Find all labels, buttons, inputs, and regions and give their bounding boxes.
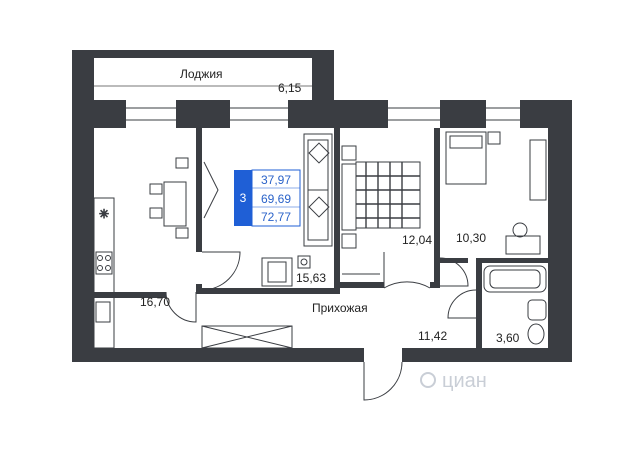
nightstand — [341, 233, 357, 249]
rooms-count-box — [234, 170, 252, 226]
door-bedroom1 — [383, 252, 431, 289]
furniture: ✳ — [93, 131, 547, 349]
chair — [175, 227, 189, 239]
outer-wall-right — [548, 100, 572, 362]
dining-table — [163, 181, 187, 227]
hood-icon: ✳ — [99, 207, 109, 221]
top-wall-seg — [288, 100, 388, 128]
top-wall-seg — [94, 100, 126, 128]
kitchen-area: 16,70 — [140, 295, 170, 309]
wall-bedroom2-bottom — [440, 258, 468, 263]
wall-bedroom-bottom-b — [430, 282, 440, 288]
loggia-wall-top — [72, 50, 334, 58]
stove — [95, 251, 113, 275]
entrance-door — [363, 361, 403, 401]
sink — [95, 301, 111, 323]
toilet — [527, 323, 545, 345]
walls — [72, 50, 572, 362]
wall-bedroom-bedroom — [434, 128, 440, 286]
nightstand — [341, 145, 357, 161]
chair — [149, 207, 163, 219]
total-area: 69,69 — [261, 192, 291, 206]
wall-living-bedroom — [334, 128, 340, 288]
outer-wall-bottom-right — [402, 348, 572, 362]
desk — [505, 235, 541, 255]
doors — [165, 251, 477, 401]
door-kitchen — [165, 291, 197, 323]
door-living — [201, 251, 241, 291]
wall-bath-left — [476, 258, 482, 354]
hallway-name: Прихожая — [312, 301, 368, 315]
room-labels: Лоджия 6,15 16,70 15,63 12,04 10,30 Прих… — [140, 67, 520, 345]
windows — [94, 85, 520, 121]
wall-bedroom-bottom — [340, 282, 384, 288]
bedroom1-area: 12,04 — [402, 233, 432, 247]
bathtub — [483, 265, 547, 293]
wardrobe — [529, 139, 547, 201]
armchair — [261, 257, 293, 287]
area-box — [251, 169, 301, 227]
loggia-area: 6,15 — [278, 81, 302, 95]
watermark-logo-icon — [420, 372, 436, 388]
living-area-label: 15,63 — [296, 271, 326, 285]
chair — [175, 157, 189, 169]
bedroom2-area: 10,30 — [456, 231, 486, 245]
washbasin — [527, 299, 547, 321]
bed-2 — [445, 131, 487, 185]
desk-chair — [512, 222, 528, 238]
tv-stand — [203, 161, 219, 219]
door-bathroom — [447, 289, 477, 319]
headboard — [341, 163, 357, 231]
wall-kitchen-bottom — [94, 292, 166, 298]
top-wall-seg — [520, 100, 572, 128]
nightstand — [487, 131, 501, 145]
door-bedroom2 — [439, 257, 469, 287]
watermark-text: циан — [442, 370, 487, 392]
top-wall-seg — [176, 100, 230, 128]
chair — [149, 183, 163, 195]
hallway-area: 11,42 — [418, 329, 447, 343]
loggia-name: Лоджия — [180, 67, 223, 81]
kitchen-counter — [93, 197, 115, 349]
bathroom-area: 3,60 — [496, 331, 520, 345]
rooms-count: 3 — [240, 191, 247, 205]
wall-bath-top — [476, 258, 548, 263]
outer-wall-left — [72, 100, 94, 362]
top-wall-seg — [440, 100, 486, 128]
total-area-with-loggia: 72,77 — [261, 210, 291, 224]
watermark: циан — [420, 370, 487, 392]
sofa — [303, 133, 333, 247]
wall-kitchen-living — [196, 128, 202, 252]
outer-wall-bottom-left — [72, 348, 364, 362]
wall-living-bottom — [196, 288, 340, 294]
hall-wardrobe — [201, 325, 293, 349]
living-area: 37,97 — [261, 173, 291, 187]
lamp — [297, 255, 311, 269]
apartment-badge: 3 37,97 69,69 72,77 — [234, 169, 301, 227]
